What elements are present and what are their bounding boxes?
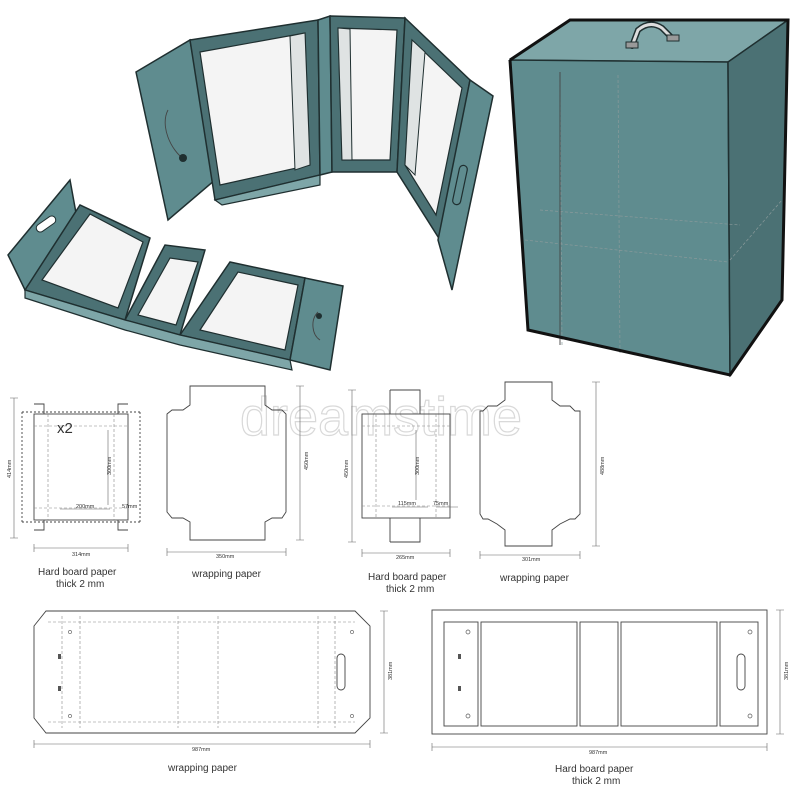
t2-width: 350mm xyxy=(216,554,235,560)
t5-label: wrapping paper xyxy=(167,763,238,774)
t2-height: 450mm xyxy=(304,451,310,470)
t1-label-line1: Hard board paper xyxy=(38,567,117,578)
t3-label-line1: Hard board paper xyxy=(368,572,447,583)
t5-width: 987mm xyxy=(192,747,211,753)
template-hardboard-2: 450mm 300mm 115mm 75mm 265mm Hard board … xyxy=(344,389,458,595)
t6-width: 987mm xyxy=(589,750,608,756)
t1-inner-height: 300mm xyxy=(107,456,113,475)
template-wrapping-long: 381mm 987mm wrapping paper xyxy=(33,610,394,774)
open-box-flat xyxy=(7,178,344,371)
t3-label-line2: thick 2 mm xyxy=(386,584,434,595)
t6-height: 381mm xyxy=(784,661,790,680)
template-wrapping-1: 450mm 350mm wrapping paper xyxy=(166,385,310,580)
t6-label-line1: Hard board paper xyxy=(555,764,634,775)
t3-side: 75mm xyxy=(433,501,449,507)
t1-label-line2: thick 2 mm xyxy=(56,579,104,590)
t3-inner-width: 115mm xyxy=(398,501,416,507)
template-hardboard-long: 381mm 987mm Hard board paper thick 2 mm xyxy=(431,609,790,787)
t1-count: x2 xyxy=(57,420,73,437)
t4-width: 301mm xyxy=(522,557,541,563)
closed-box xyxy=(508,18,790,378)
t5-height: 381mm xyxy=(388,661,394,680)
t1-side: 57mm xyxy=(122,504,138,510)
t3-height: 450mm xyxy=(344,459,350,478)
open-box-upright xyxy=(135,14,494,291)
watermark-text: dreamstime xyxy=(240,387,522,447)
t1-inner-width: 200mm xyxy=(76,504,95,510)
t1-height: 414mm xyxy=(7,459,13,478)
t3-width: 265mm xyxy=(396,555,415,561)
t4-height: 488mm xyxy=(600,456,606,475)
t6-label-line2: thick 2 mm xyxy=(572,776,620,787)
template-hardboard-1: x2 414mm 300mm 200mm 57mm 314mm Hard boa… xyxy=(7,397,141,590)
t1-width: 314mm xyxy=(72,552,91,558)
t4-label: wrapping paper xyxy=(499,573,570,584)
t2-label: wrapping paper xyxy=(191,569,262,580)
template-wrapping-2: 488mm 301mm wrapping paper xyxy=(479,381,606,584)
t3-inner-height: 300mm xyxy=(415,456,421,475)
